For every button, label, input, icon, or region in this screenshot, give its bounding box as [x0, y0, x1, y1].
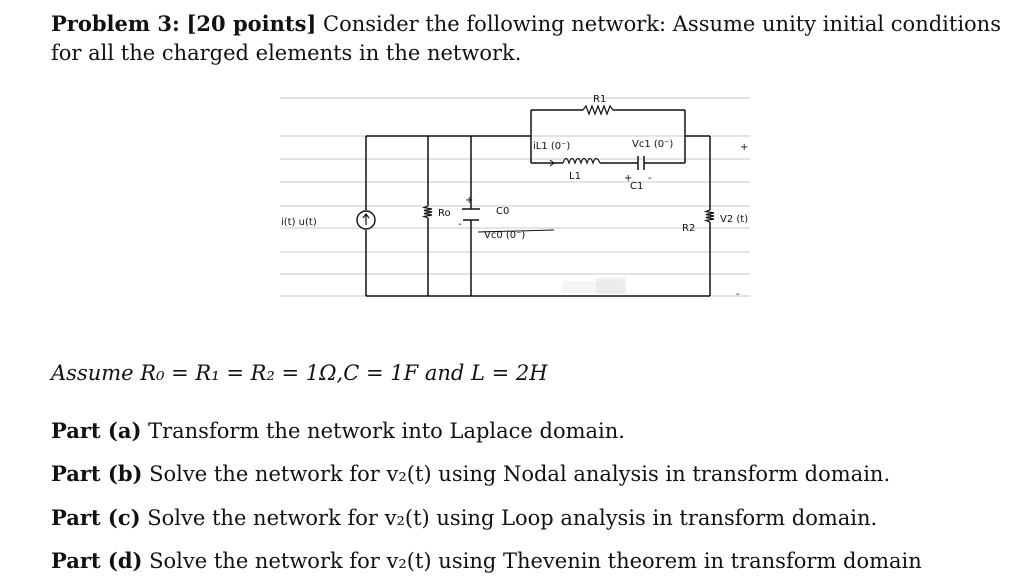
part-label: Part (b) — [51, 461, 143, 486]
label-r2: R2 — [682, 223, 695, 234]
part-text: Solve the network for v₂(t) using Nodal … — [149, 462, 891, 486]
label-r1: R1 — [593, 94, 606, 105]
part-c: Part (c) Solve the network for v₂(t) usi… — [51, 505, 877, 531]
label-source: i(t) u(t) — [281, 217, 317, 228]
label-vc1: Vc1 (0⁻) — [632, 139, 673, 150]
current-arrow — [540, 159, 555, 167]
ruled-lines — [280, 97, 750, 297]
part-a: Part (a) Transform the network into Lapl… — [51, 418, 625, 444]
part-text: Solve the network for v₂(t) using Theven… — [149, 549, 922, 573]
problem-points: [20 points] — [186, 11, 317, 36]
label-l1: L1 — [569, 171, 581, 182]
label-out-minus: - — [736, 289, 740, 300]
label-il1: iL1 (0⁻) — [533, 141, 570, 152]
problem-text: Consider the following network: Assume u… — [51, 12, 1001, 65]
capacitor-c0 — [462, 208, 480, 221]
label-out-plus: + — [740, 142, 748, 153]
circuit-diagram: R1 iL1 (0⁻) L1 Vc1 (0⁻) C1 + - + - i(t) … — [278, 88, 753, 303]
label-c1: C1 — [630, 181, 643, 192]
label-c0-minus: - — [458, 219, 462, 230]
part-d: Part (d) Solve the network for v₂(t) usi… — [51, 548, 922, 574]
label-c0: C0 — [496, 206, 509, 217]
assumption-line: Assume R₀ = R₁ = R₂ = 1Ω,C = 1F and L = … — [51, 361, 548, 385]
part-label: Part (d) — [51, 548, 143, 573]
part-text: Solve the network for v₂(t) using Loop a… — [147, 506, 878, 530]
label-v2: V2 (t) — [720, 214, 748, 225]
inductor-l1 — [562, 157, 601, 165]
label-r0: Ro — [438, 208, 451, 219]
resistor-r0 — [421, 205, 433, 219]
capacitor-c1 — [637, 156, 645, 170]
photo-smudge — [596, 278, 626, 294]
label-vc0: Vc0 (0⁻) — [484, 230, 525, 241]
part-label: Part (a) — [51, 418, 142, 443]
circuit-svg: R1 iL1 (0⁻) L1 Vc1 (0⁻) C1 + - + - i(t) … — [280, 94, 750, 300]
part-text: Transform the network into Laplace domai… — [148, 419, 625, 443]
label-c1-plus: + — [624, 173, 632, 184]
problem-statement: Problem 3: [20 points] Consider the foll… — [51, 9, 1006, 68]
resistor-r1 — [582, 104, 614, 116]
part-label: Part (c) — [51, 505, 141, 530]
vc0-underline — [477, 229, 555, 233]
problem-heading: Problem 3: — [51, 11, 180, 36]
label-c0-plus: + — [465, 195, 473, 206]
wires — [365, 109, 711, 297]
part-b: Part (b) Solve the network for v₂(t) usi… — [51, 461, 890, 487]
current-source — [356, 210, 376, 230]
label-c1-minus: - — [648, 173, 652, 184]
resistor-r2 — [703, 209, 715, 223]
